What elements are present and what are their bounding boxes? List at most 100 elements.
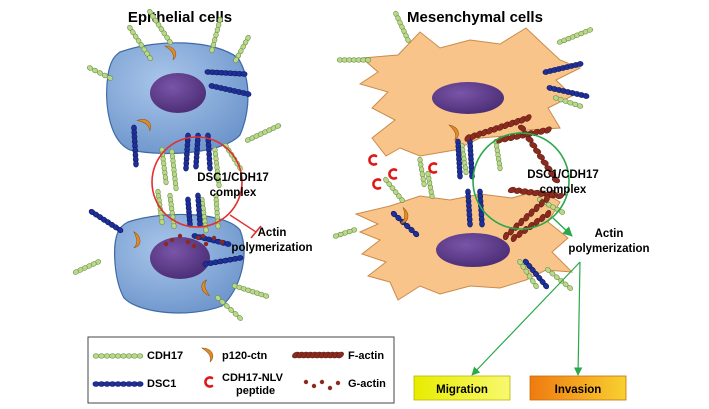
cdh17-nlv-peptides (368, 154, 438, 190)
legend-label-p120: p120-ctn (222, 350, 268, 362)
cdh17-molecule (517, 258, 539, 290)
p120-ctn (201, 279, 211, 297)
dsc1-molecule (455, 138, 463, 180)
p120-ctn (164, 45, 177, 61)
cdh17-molecule (425, 170, 435, 200)
legend-label-cdh17: CDH17 (147, 350, 183, 362)
cdh17-nlv-peptide (428, 162, 438, 174)
cdh17-molecule (159, 146, 169, 186)
legend-label-factin: F-actin (348, 350, 384, 362)
cdh17-molecule (493, 138, 503, 172)
activation-arrow (552, 217, 573, 237)
nucleus-epi-top (150, 73, 206, 113)
dsc1-molecule (131, 124, 139, 168)
cdh17-molecule (155, 188, 165, 226)
nucleus-mes-bottom (436, 233, 510, 267)
g-actin (319, 379, 325, 385)
svg-text:Actin: Actin (595, 228, 624, 240)
g-actin-dots (163, 233, 225, 249)
nucleus-mes-top (432, 82, 504, 114)
cdh17-molecule (383, 177, 405, 203)
f-actin-filaments (464, 114, 565, 243)
g-actin (191, 243, 197, 249)
g-actin (195, 235, 201, 241)
mesenchymal-cell-bottom (354, 189, 574, 301)
cdh17-molecule (169, 148, 179, 192)
label-complex-epithelial: DSC1/CDH17 complex (197, 172, 269, 199)
migration-label: Migration (436, 384, 488, 396)
cdh17-molecule (86, 65, 114, 81)
p120-ctn (136, 119, 151, 131)
dsc1-molecule (88, 209, 124, 233)
epithelial-cell-bottom (114, 213, 245, 314)
legend-label-gactin: G-actin (348, 378, 386, 390)
cdh17-molecule (393, 10, 411, 44)
dsc1-molecule (202, 255, 244, 267)
cdh17-molecules (72, 8, 594, 321)
dsc1-molecule (546, 85, 590, 99)
svg-text:polymerization: polymerization (231, 242, 312, 254)
g-actin (303, 379, 309, 385)
cdh17-nlv-peptide (368, 154, 378, 166)
g-actin (203, 241, 209, 247)
svg-text:DSC1/CDH17: DSC1/CDH17 (197, 172, 269, 184)
cdh17-molecule (556, 27, 594, 45)
legend-box (87, 336, 395, 404)
g-actin (185, 239, 191, 245)
svg-text:DSC1/CDH17: DSC1/CDH17 (527, 169, 599, 181)
f-actin-filament (292, 351, 344, 359)
inhibition-bar (250, 225, 262, 239)
epithelial-cell-top (106, 42, 249, 155)
g-actin (211, 235, 217, 241)
invasion-box: Invasion (529, 375, 627, 401)
p120-ctn (448, 124, 459, 141)
complex-circle-mesenchymal (472, 132, 570, 230)
p120-ctn (201, 347, 214, 363)
legend-symbol-dsc1 (92, 381, 144, 387)
arrow-to-migration (471, 261, 581, 376)
svg-text:polymerization: polymerization (568, 243, 649, 255)
dsc1-molecule (477, 188, 485, 228)
cdh17-molecule (209, 16, 223, 54)
cdh17-molecule (233, 34, 251, 64)
label-complex-mesenchymal: DSC1/CDH17 complex (527, 169, 599, 196)
legend-symbol-cdh17 (92, 353, 144, 359)
p120-ctn (400, 206, 409, 224)
cdh17-molecule (127, 24, 153, 62)
g-actin (327, 385, 333, 391)
svg-text:complex: complex (210, 187, 257, 199)
g-actin (335, 380, 341, 386)
f-actin-filament (464, 114, 532, 142)
cdh17-molecule (72, 259, 102, 275)
arrow-to-invasion (573, 261, 583, 376)
mesenchymal-cell-top (358, 27, 582, 157)
cdh17-molecule (417, 156, 427, 188)
dsc1-molecule (183, 132, 191, 172)
g-actin (311, 383, 317, 389)
cdh17-molecule (167, 192, 177, 230)
legend: CDH17 DSC1 p120-ctn CDH17-NLV peptide F-… (87, 336, 395, 404)
cdh17-molecule (147, 8, 173, 46)
title-mesenchymal: Mesenchymal cells (407, 9, 543, 26)
g-actin (219, 239, 225, 245)
invasion-label: Invasion (555, 384, 602, 396)
nucleus-epi-bottom (150, 237, 210, 279)
cdh17-molecule (545, 267, 573, 291)
legend-label-dsc1: DSC1 (147, 378, 176, 390)
inhibition-line (229, 214, 257, 233)
label-actin-epithelial: Actin polymerization (231, 227, 312, 254)
dsc1-molecule (208, 83, 252, 97)
dsc1-molecule (465, 188, 473, 228)
g-actin (177, 233, 183, 239)
migration-box: Migration (413, 375, 511, 401)
dsc1-molecule (204, 69, 248, 77)
cdh17-molecule (336, 57, 372, 63)
f-actin-filament (507, 186, 565, 200)
p120-ctn (133, 231, 141, 249)
dsc1-molecule (542, 61, 584, 75)
svg-text:complex: complex (540, 184, 587, 196)
cdh17-molecule (231, 283, 270, 299)
cdh17-molecule (212, 146, 222, 189)
cdh17-molecule (552, 95, 584, 109)
